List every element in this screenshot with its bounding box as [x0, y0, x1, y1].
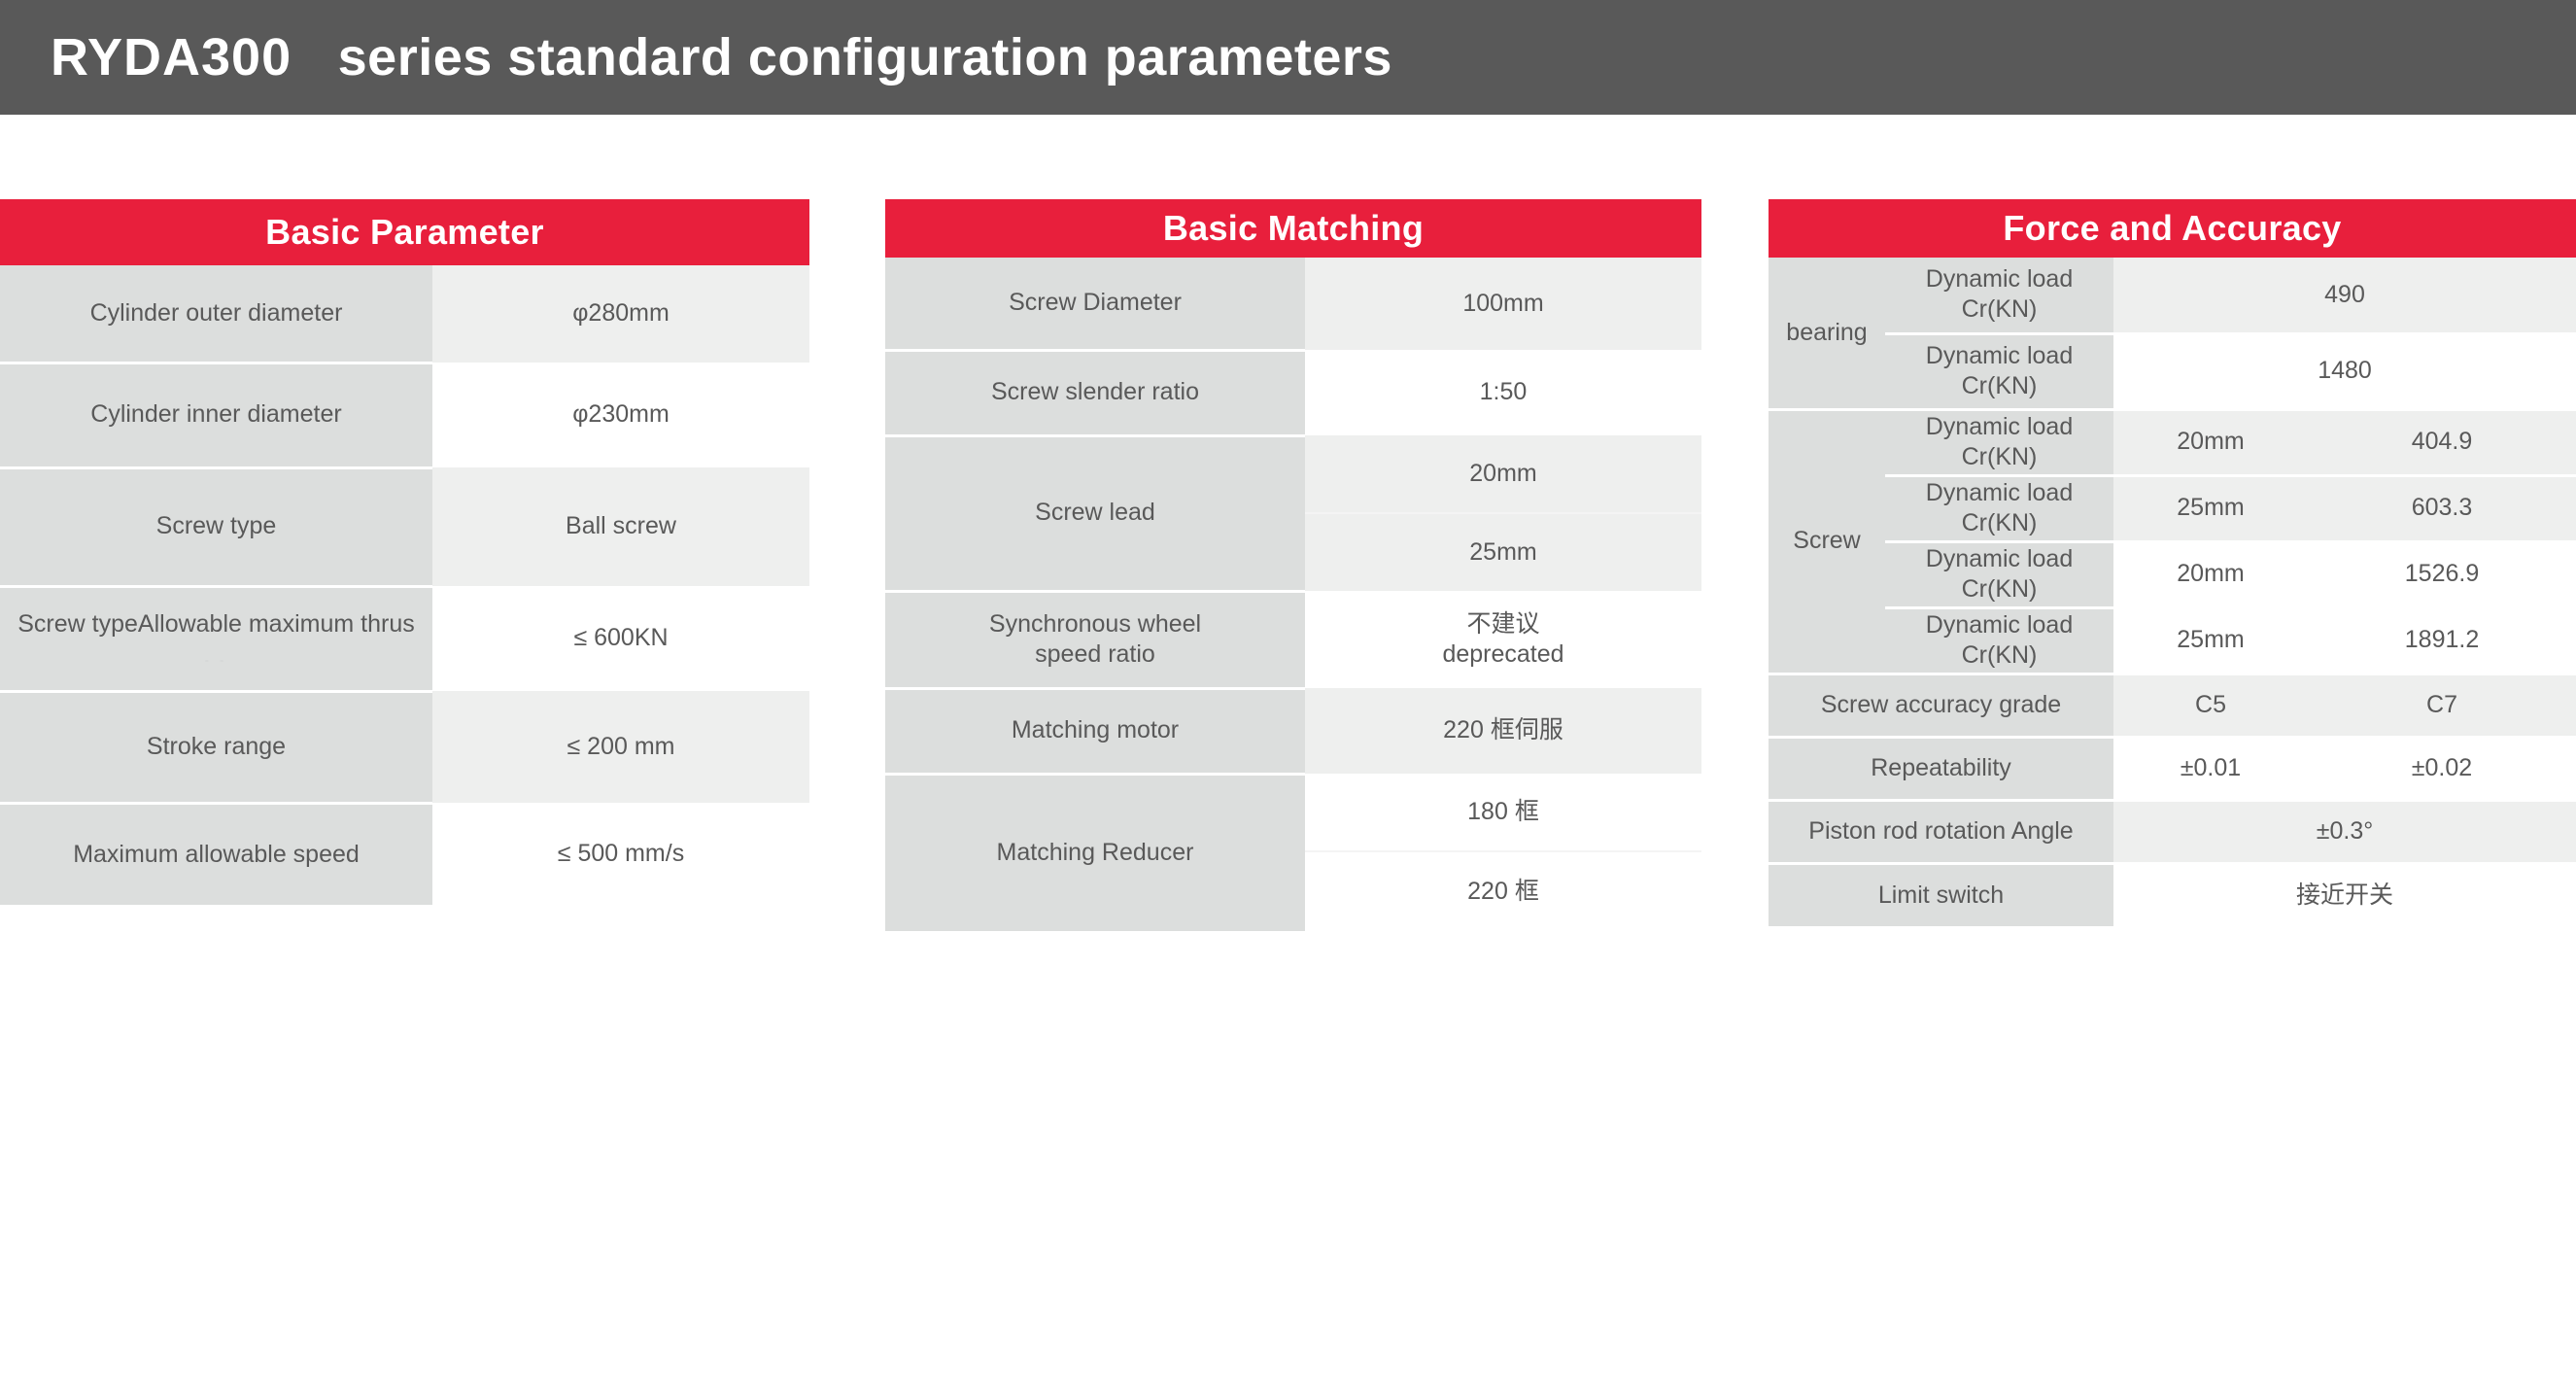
row-label-line2: speed ratio — [1035, 640, 1155, 668]
table-row: Stroke range ≤ 200 mm — [0, 691, 809, 805]
table-row: Screw accuracy grade C5 C7 — [1769, 674, 2576, 739]
row-value: ≤ 600KN — [432, 586, 809, 691]
row-desc: Dynamic load Cr(KN) — [1885, 333, 2113, 411]
row-label: Cylinder inner diameter — [0, 363, 432, 469]
table-row: Limit switch 接近开关 — [1769, 863, 2576, 926]
table-row: Maximum allowable speed ≤ 500 mm/s — [0, 803, 809, 905]
row-value: 接近开关 — [2113, 863, 2576, 926]
table-row: Dynamic load Cr(KN) 25mm 1891.2 — [1769, 607, 2576, 675]
table-row: Dynamic load Cr(KN) 20mm 1526.9 — [1769, 541, 2576, 609]
row-label: Screw accuracy grade — [1769, 674, 2113, 739]
row-value: 220 框伺服 — [1305, 688, 1701, 774]
row-label: Matching motor — [885, 688, 1305, 776]
table-row: Screw Diameter 100mm — [885, 258, 1701, 352]
row-value: 20mm — [1305, 435, 1701, 514]
row-desc: Dynamic load Cr(KN) — [1885, 475, 2113, 543]
table-basic-matching: Screw Diameter 100mm Screw slender ratio… — [885, 258, 1701, 931]
row-label-text: Screw typeAllowable maximum thrus — [17, 609, 415, 638]
row-value: 100mm — [1305, 258, 1701, 350]
table-row: Dynamic load Cr(KN) 25mm 603.3 — [1769, 475, 2576, 543]
row-value-b: C7 — [2308, 674, 2576, 739]
row-label: Screw slender ratio — [885, 350, 1305, 437]
row-value: ≤ 500 mm/s — [432, 803, 809, 905]
row-label-line1: Synchronous wheel — [988, 609, 1202, 638]
table-row: 220 框 — [885, 851, 1701, 931]
row-label-ghost: - - — [204, 653, 228, 668]
row-value: 490 — [2113, 258, 2576, 335]
table-row: bearing Dynamic load Cr(KN) 490 — [1769, 258, 2576, 411]
row-value: 180 框 — [1305, 774, 1701, 852]
row-value: 603.3 — [2308, 475, 2576, 543]
group-label-bearing: bearing — [1769, 258, 1885, 411]
table-row: Repeatability ±0.01 ±0.02 — [1769, 737, 2576, 802]
row-label: Matching Reducer — [885, 774, 1305, 931]
table-row: Cylinder inner diameter φ230mm — [0, 363, 809, 469]
panel-header-basic-matching: Basic Matching — [885, 199, 1701, 258]
row-label: Cylinder outer diameter — [0, 265, 432, 364]
row-value-line1: 不建议 — [1466, 609, 1540, 638]
row-label: Repeatability — [1769, 737, 2113, 802]
row-label: Synchronous wheel speed ratio — [885, 591, 1305, 690]
row-label: Screw type — [0, 467, 432, 588]
panel-basic-matching: Basic Matching Screw Diameter 100mm Scre… — [885, 199, 1701, 931]
row-label: Maximum allowable speed — [0, 803, 432, 905]
row-label: Screw lead — [885, 435, 1305, 593]
row-value-line2: deprecated — [1442, 640, 1564, 668]
row-lead: 25mm — [2113, 475, 2308, 543]
row-label: Limit switch — [1769, 863, 2113, 926]
row-lead: 20mm — [2113, 409, 2308, 477]
group-label-screw: Screw — [1769, 409, 1885, 675]
table-basic-parameter: Cylinder outer diameter φ280mm Cylinder … — [0, 265, 809, 905]
page-title-text: series standard configuration parameters — [337, 28, 1392, 86]
row-lead: 20mm — [2113, 541, 2308, 609]
panel-header-force-and-accuracy: Force and Accuracy — [1769, 199, 2576, 258]
row-value: φ230mm — [432, 363, 809, 467]
table-row: Screw lead 20mm — [885, 435, 1701, 593]
row-value-a: ±0.01 — [2113, 737, 2308, 802]
table-force-and-accuracy: bearing Dynamic load Cr(KN) 490 Dynamic … — [1769, 258, 2576, 926]
table-row: Matching motor 220 框伺服 — [885, 688, 1701, 776]
row-value: 不建议 deprecated — [1305, 591, 1701, 688]
table-row: Screw slender ratio 1:50 — [885, 350, 1701, 437]
row-desc: Dynamic load Cr(KN) — [1885, 541, 2113, 609]
row-label: Screw typeAllowable maximum thrus - - — [0, 586, 432, 693]
row-value: ±0.3° — [2113, 800, 2576, 865]
table-row: Dynamic load Cr(KN) 1480 — [1769, 333, 2576, 411]
row-value: 1526.9 — [2308, 541, 2576, 609]
table-row: Cylinder outer diameter φ280mm — [0, 265, 809, 364]
table-row: 25mm — [885, 513, 1701, 591]
row-value-b: ±0.02 — [2308, 737, 2576, 802]
table-row: Screw type Ball screw — [0, 467, 809, 588]
panel-header-basic-parameter: Basic Parameter — [0, 199, 809, 265]
table-row: Matching Reducer 180 框 — [885, 774, 1701, 931]
product-model: RYDA300 — [51, 28, 324, 86]
page-banner: RYDA300 series standard configuration pa… — [0, 0, 2576, 115]
row-value: φ280mm — [432, 265, 809, 363]
page-title: RYDA300 series standard configuration pa… — [51, 27, 1392, 87]
row-value: 1891.2 — [2308, 607, 2576, 675]
row-label: Piston rod rotation Angle — [1769, 800, 2113, 865]
row-value: 25mm — [1305, 513, 1701, 591]
row-value: Ball screw — [432, 467, 809, 586]
row-lead: 25mm — [2113, 607, 2308, 675]
table-row: Piston rod rotation Angle ±0.3° — [1769, 800, 2576, 865]
row-label: Stroke range — [0, 691, 432, 805]
table-row: Screw typeAllowable maximum thrus - - ≤ … — [0, 586, 809, 693]
row-label: Screw Diameter — [885, 258, 1305, 352]
row-value: 1:50 — [1305, 350, 1701, 435]
row-value-a: C5 — [2113, 674, 2308, 739]
row-value: ≤ 200 mm — [432, 691, 809, 803]
row-value: 1480 — [2113, 333, 2576, 411]
row-desc: Dynamic load Cr(KN) — [1885, 258, 2113, 335]
table-row: Synchronous wheel speed ratio 不建议 deprec… — [885, 591, 1701, 690]
row-value: 220 框 — [1305, 851, 1701, 931]
row-desc: Dynamic load Cr(KN) — [1885, 409, 2113, 477]
row-desc: Dynamic load Cr(KN) — [1885, 607, 2113, 675]
panel-basic-parameter: Basic Parameter Cylinder outer diameter … — [0, 199, 809, 905]
table-row: Screw Dynamic load Cr(KN) 20mm 404.9 — [1769, 409, 2576, 675]
panel-force-and-accuracy: Force and Accuracy bearing Dynamic load … — [1769, 199, 2576, 926]
row-value: 404.9 — [2308, 409, 2576, 477]
